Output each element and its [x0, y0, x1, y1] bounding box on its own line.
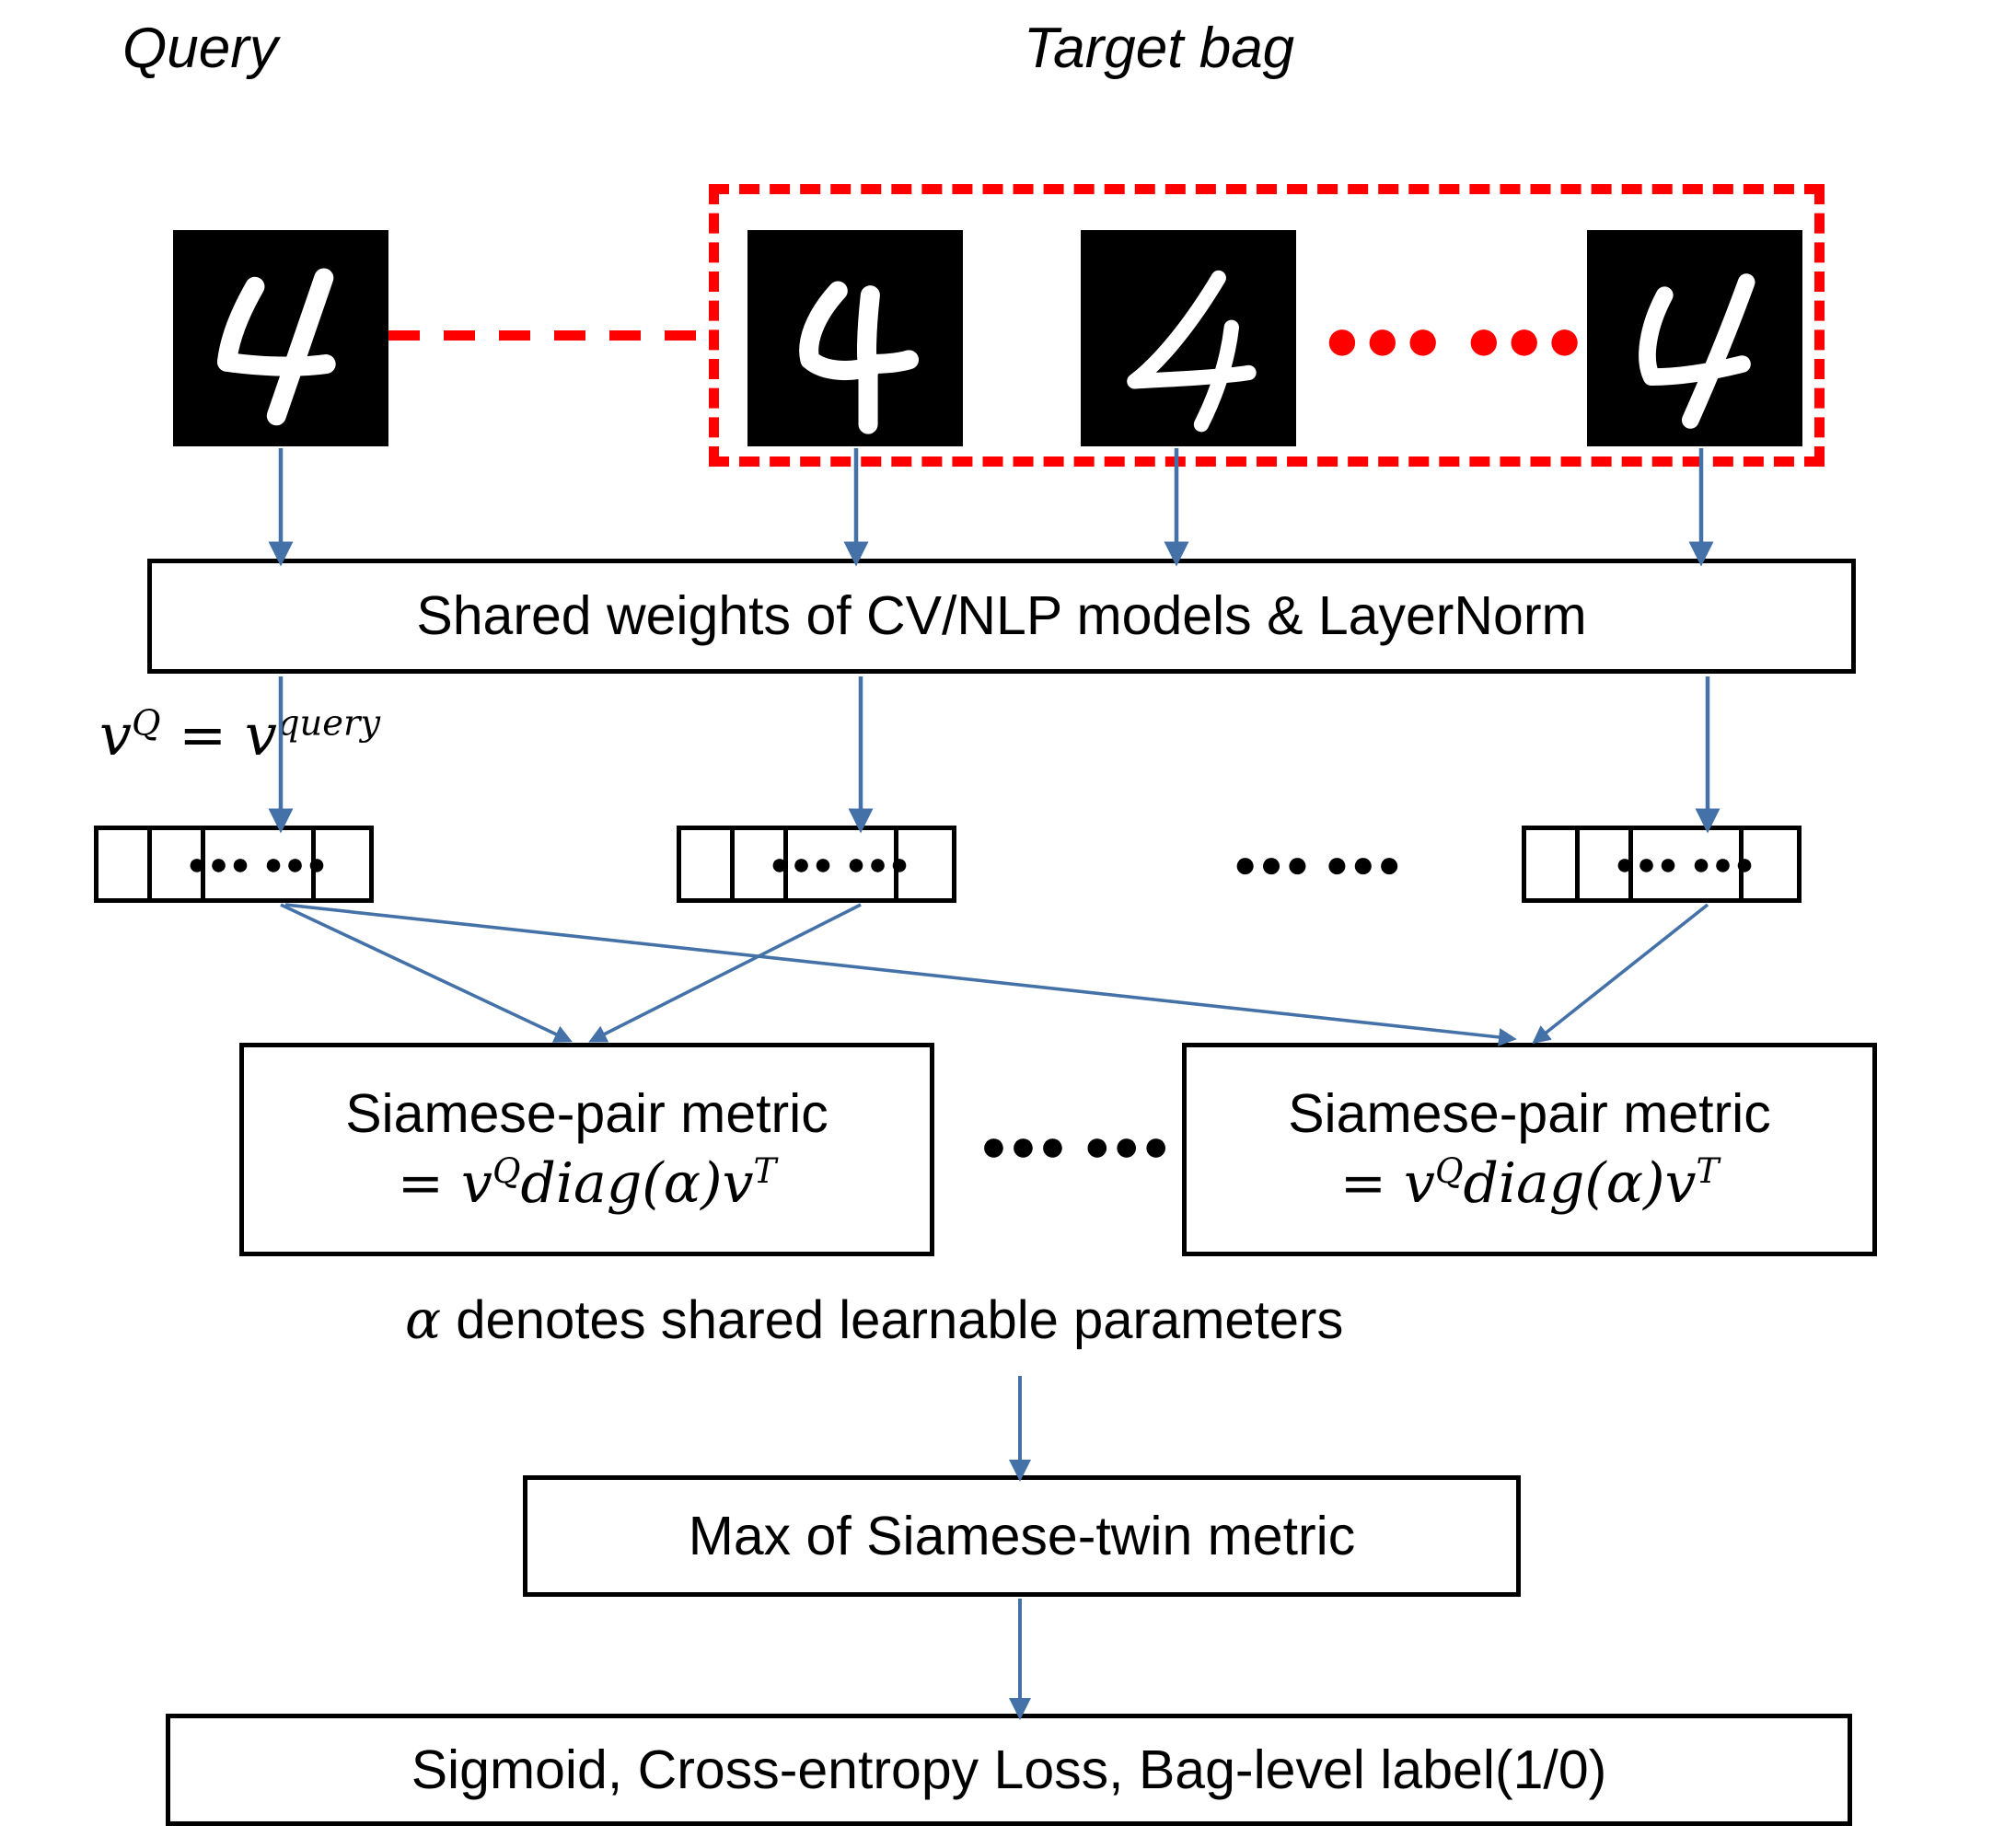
vector-bag-1: ●●● ●●● [677, 826, 956, 903]
mnist-digit-4-bag-3 [1587, 230, 1802, 446]
siamese-metric-left-formula: = vQdiag(α)vT [398, 1150, 777, 1216]
vector-ellipsis-label: ●●● ●●● [1615, 847, 1757, 882]
max-metric-box: Max of Siamese-twin metric [523, 1475, 1521, 1597]
v-query-rhs-base: v [244, 701, 277, 768]
vector-cell-ellipsis: ●●● ●●● [770, 830, 909, 898]
vector-ellipsis-label: ●●● ●●● [187, 847, 330, 882]
metric-v-sup: Q [492, 1150, 521, 1191]
v-query-lhs-base: v [99, 701, 133, 768]
siamese-metric-left-title: Siamese-pair metric [345, 1083, 828, 1145]
metric-v: v [1404, 1150, 1435, 1216]
metric-vt: v [1664, 1150, 1697, 1216]
arrow-vn-to-metric-right [1532, 903, 1709, 1045]
siamese-pair-metric-box-right: Siamese-pair metric = vQdiag(α)vT [1182, 1043, 1877, 1256]
v-query-lhs-sup: Q [132, 702, 161, 745]
vector-cell [1526, 830, 1580, 898]
vector-cell [98, 830, 152, 898]
target-bag-heading: Target bag [1024, 17, 1295, 80]
vector-cell [1580, 830, 1633, 898]
alpha-note-text: denotes shared learnable parameters [441, 1290, 1344, 1350]
siamese-metric-right-title: Siamese-pair metric [1288, 1083, 1771, 1145]
metric-v: v [461, 1150, 492, 1216]
metric-v-sup: Q [1434, 1150, 1464, 1191]
vector-cell-ellipsis: ●●● ●●● [1616, 830, 1754, 898]
metric-eq: = [397, 1150, 462, 1216]
arrow-v1-to-metric-left [588, 903, 862, 1043]
arrow-vq-to-metric-right [284, 903, 1517, 1046]
siamese-metric-right-formula: = vQdiag(α)vT [1340, 1150, 1720, 1216]
vector-cell [681, 830, 735, 898]
query-heading: Query [122, 17, 278, 80]
query-bag-dashed-link [388, 330, 711, 341]
alpha-note: α denotes shared learnable parameters [405, 1288, 1343, 1351]
v-query-rhs-sup: query [276, 702, 381, 745]
vector-cell [316, 830, 369, 898]
mnist-digit-4-bag-1 [747, 230, 963, 446]
siamese-metric-ellipsis: ●●● ●●● [980, 1122, 1173, 1171]
loss-box: Sigmoid, Cross-entropy Loss, Bag-level l… [166, 1714, 1852, 1826]
metric-diag: diag(α) [520, 1150, 723, 1216]
metric-vt-sup: T [1696, 1150, 1720, 1191]
metric-vt-sup: T [753, 1150, 777, 1191]
target-bag-dashed-border [709, 184, 1825, 467]
alpha-symbol: α [405, 1288, 442, 1351]
vector-cell [152, 830, 205, 898]
max-metric-label: Max of Siamese-twin metric [688, 1505, 1356, 1566]
mnist-digit-4-bag-2 [1081, 230, 1296, 446]
loss-label: Sigmoid, Cross-entropy Loss, Bag-level l… [411, 1739, 1607, 1800]
metric-diag: diag(α) [1463, 1150, 1665, 1216]
vector-cell [898, 830, 952, 898]
vector-cell [735, 830, 788, 898]
shared-weights-label: Shared weights of CV/NLP models & LayerN… [416, 585, 1587, 647]
v-query-formula: vQ = vquery [99, 701, 380, 768]
vector-row-ellipsis: ●●● ●●● [1234, 842, 1404, 885]
v-query-eq: = [160, 701, 245, 768]
vector-query: ●●● ●●● [94, 826, 374, 903]
bag-ellipsis: ●●● ●●● [1324, 305, 1587, 373]
mnist-digit-4-query [173, 230, 388, 446]
metric-eq: = [1339, 1150, 1405, 1216]
metric-vt: v [722, 1150, 754, 1216]
vector-ellipsis-label: ●●● ●●● [770, 847, 912, 882]
vector-cell [1744, 830, 1797, 898]
arrow-vq-to-metric-left [280, 903, 573, 1043]
vector-bag-n: ●●● ●●● [1522, 826, 1802, 903]
vector-cell-ellipsis: ●●● ●●● [188, 830, 326, 898]
shared-weights-box: Shared weights of CV/NLP models & LayerN… [147, 559, 1856, 674]
siamese-pair-metric-box-left: Siamese-pair metric = vQdiag(α)vT [239, 1043, 934, 1256]
